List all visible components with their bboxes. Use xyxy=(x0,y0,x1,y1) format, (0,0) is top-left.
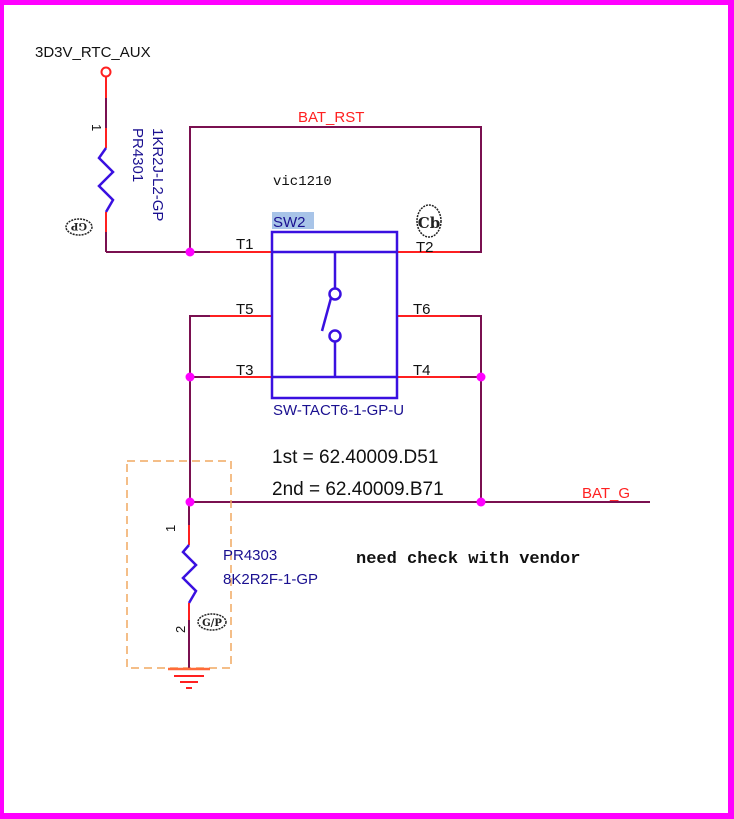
svg-text:G/P: G/P xyxy=(202,618,222,629)
pr4303-pin2: 2 xyxy=(173,626,188,633)
switch-contact-icon xyxy=(328,329,342,343)
dashed-option-box xyxy=(126,460,232,669)
power-net-label: 3D3V_RTC_AUX xyxy=(35,44,151,61)
junction-dot xyxy=(185,247,195,257)
switch-refdes[interactable]: SW2 xyxy=(273,214,306,231)
resistor-pr4301[interactable] xyxy=(97,98,115,252)
junction-dot xyxy=(476,372,486,382)
switch-contact-icon xyxy=(328,287,342,301)
junction-dot xyxy=(476,497,486,507)
wire-bat-rst xyxy=(189,126,482,253)
resistor-zigzag-icon xyxy=(181,544,198,604)
pin-label-t3: T3 xyxy=(236,362,254,379)
switch-lever-icon xyxy=(320,297,333,332)
switch-sw2[interactable] xyxy=(270,230,399,400)
pin-label-t1: T1 xyxy=(236,236,254,253)
variant-label: vic1210 xyxy=(273,174,332,190)
pr4303-pin1: 1 xyxy=(163,525,178,532)
resistor-pr4303[interactable] xyxy=(181,502,198,668)
pr4303-value: 8K2R2F-1-GP xyxy=(223,571,318,588)
net-label-bat-g: BAT_G xyxy=(582,485,630,502)
junction-dot xyxy=(185,372,195,382)
pin-label-t6: T6 xyxy=(413,301,431,318)
svg-text:Cb: Cb xyxy=(418,214,440,232)
cb-badge-icon: Cb xyxy=(416,204,442,238)
power-port-icon xyxy=(100,66,112,78)
resistor-zigzag-icon xyxy=(97,147,115,213)
pin-label-t5: T5 xyxy=(236,301,254,318)
pr4301-refdes: PR4301 xyxy=(129,128,146,182)
pr4301-value: 1KR2J-L2-GP xyxy=(149,128,166,221)
svg-text:GP: GP xyxy=(70,220,87,231)
wire-right-vertical xyxy=(460,315,482,502)
gp-badge-icon: G/P xyxy=(197,613,227,631)
vendor-note: need check with vendor xyxy=(356,550,580,569)
second-source-note: 2nd = 62.40009.B71 xyxy=(272,479,444,500)
first-source-note: 1st = 62.40009.D51 xyxy=(272,447,438,468)
pr4301-pin1: 1 xyxy=(89,124,104,131)
pr4303-refdes: PR4303 xyxy=(223,547,277,564)
ground-icon xyxy=(168,667,210,689)
sw2-selection-highlight xyxy=(272,212,314,229)
pin-label-t4: T4 xyxy=(413,362,431,379)
gp-badge-icon: GP xyxy=(65,218,93,236)
switch-part: SW-TACT6-1-GP-U xyxy=(273,402,404,419)
pin-label-t2: T2 xyxy=(416,239,434,256)
wire-left-vertical xyxy=(189,315,210,502)
net-label-bat-rst: BAT_RST xyxy=(298,109,364,126)
junction-dot xyxy=(185,497,195,507)
